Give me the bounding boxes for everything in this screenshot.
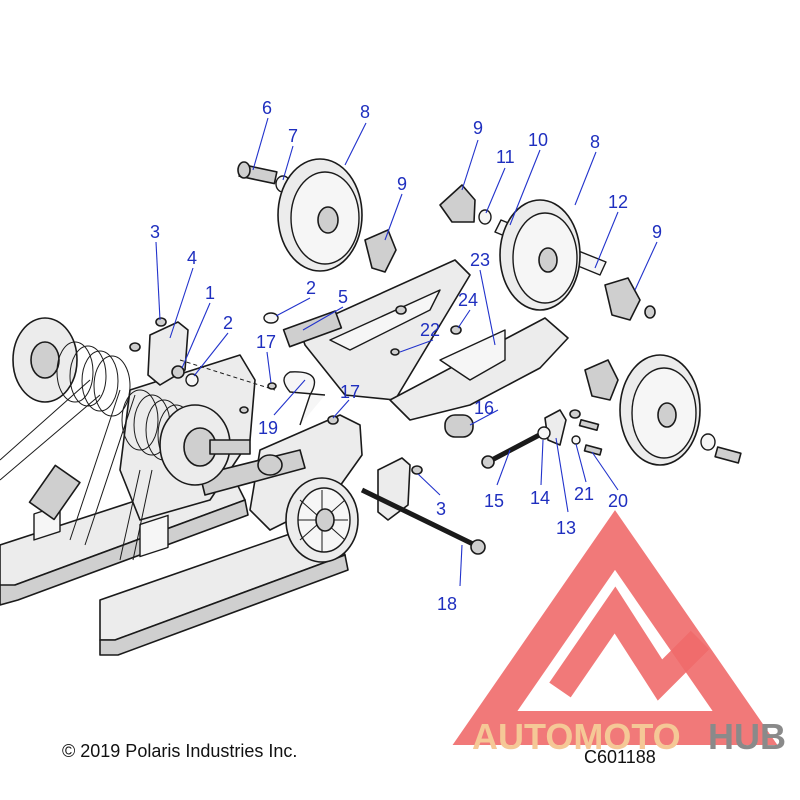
callout-3: 3 <box>436 499 446 519</box>
axle-assembly <box>439 184 656 321</box>
callout-23: 23 <box>470 250 490 270</box>
callout-17: 17 <box>340 382 360 402</box>
callout-8: 8 <box>360 102 370 122</box>
callout-19: 19 <box>258 418 278 438</box>
callout-8: 8 <box>590 132 600 152</box>
upper-wheel-assembly <box>237 158 397 273</box>
callout-6: 6 <box>262 98 272 118</box>
callout-15: 15 <box>484 491 504 511</box>
callout-16: 16 <box>474 398 494 418</box>
bracket-13 <box>544 409 567 446</box>
callout-1: 1 <box>205 283 215 303</box>
diagram-code: C601188 <box>584 747 656 767</box>
bushing-16 <box>444 414 474 438</box>
callout-5: 5 <box>338 287 348 307</box>
callout-9: 9 <box>397 174 407 194</box>
callout-3: 3 <box>150 222 160 242</box>
callout-24: 24 <box>458 290 478 310</box>
swing-arm-23 <box>263 259 569 421</box>
rail-assembly <box>0 317 363 656</box>
callout-21: 21 <box>574 484 594 504</box>
watermark-brand-a: AUTOMOTO <box>472 716 681 757</box>
callout-17: 17 <box>256 332 276 352</box>
callout-9: 9 <box>473 118 483 138</box>
callout-22: 22 <box>420 320 440 340</box>
callout-18: 18 <box>437 594 457 614</box>
lower-wheel-assembly <box>584 354 742 466</box>
callout-11: 11 <box>496 147 515 167</box>
callout-10: 10 <box>528 130 548 150</box>
callout-labels: 6 7 8 9 9 11 10 8 12 9 3 4 1 2 2 5 17 19… <box>150 98 662 614</box>
callout-4: 4 <box>187 248 197 268</box>
copyright-text: © 2019 Polaris Industries Inc. <box>62 741 297 761</box>
bracket-3 <box>377 457 411 521</box>
callout-20: 20 <box>608 491 628 511</box>
callout-7: 7 <box>288 126 298 146</box>
callout-12: 12 <box>608 192 628 212</box>
callout-14: 14 <box>530 488 550 508</box>
rod-19 <box>283 371 326 426</box>
callout-9: 9 <box>652 222 662 242</box>
watermark-brand-b: HUB <box>708 716 786 757</box>
callout-13: 13 <box>556 518 576 538</box>
leader-lines <box>155 117 658 587</box>
callout-2: 2 <box>306 278 316 298</box>
callout-2: 2 <box>223 313 233 333</box>
watermark-logo <box>452 510 778 745</box>
